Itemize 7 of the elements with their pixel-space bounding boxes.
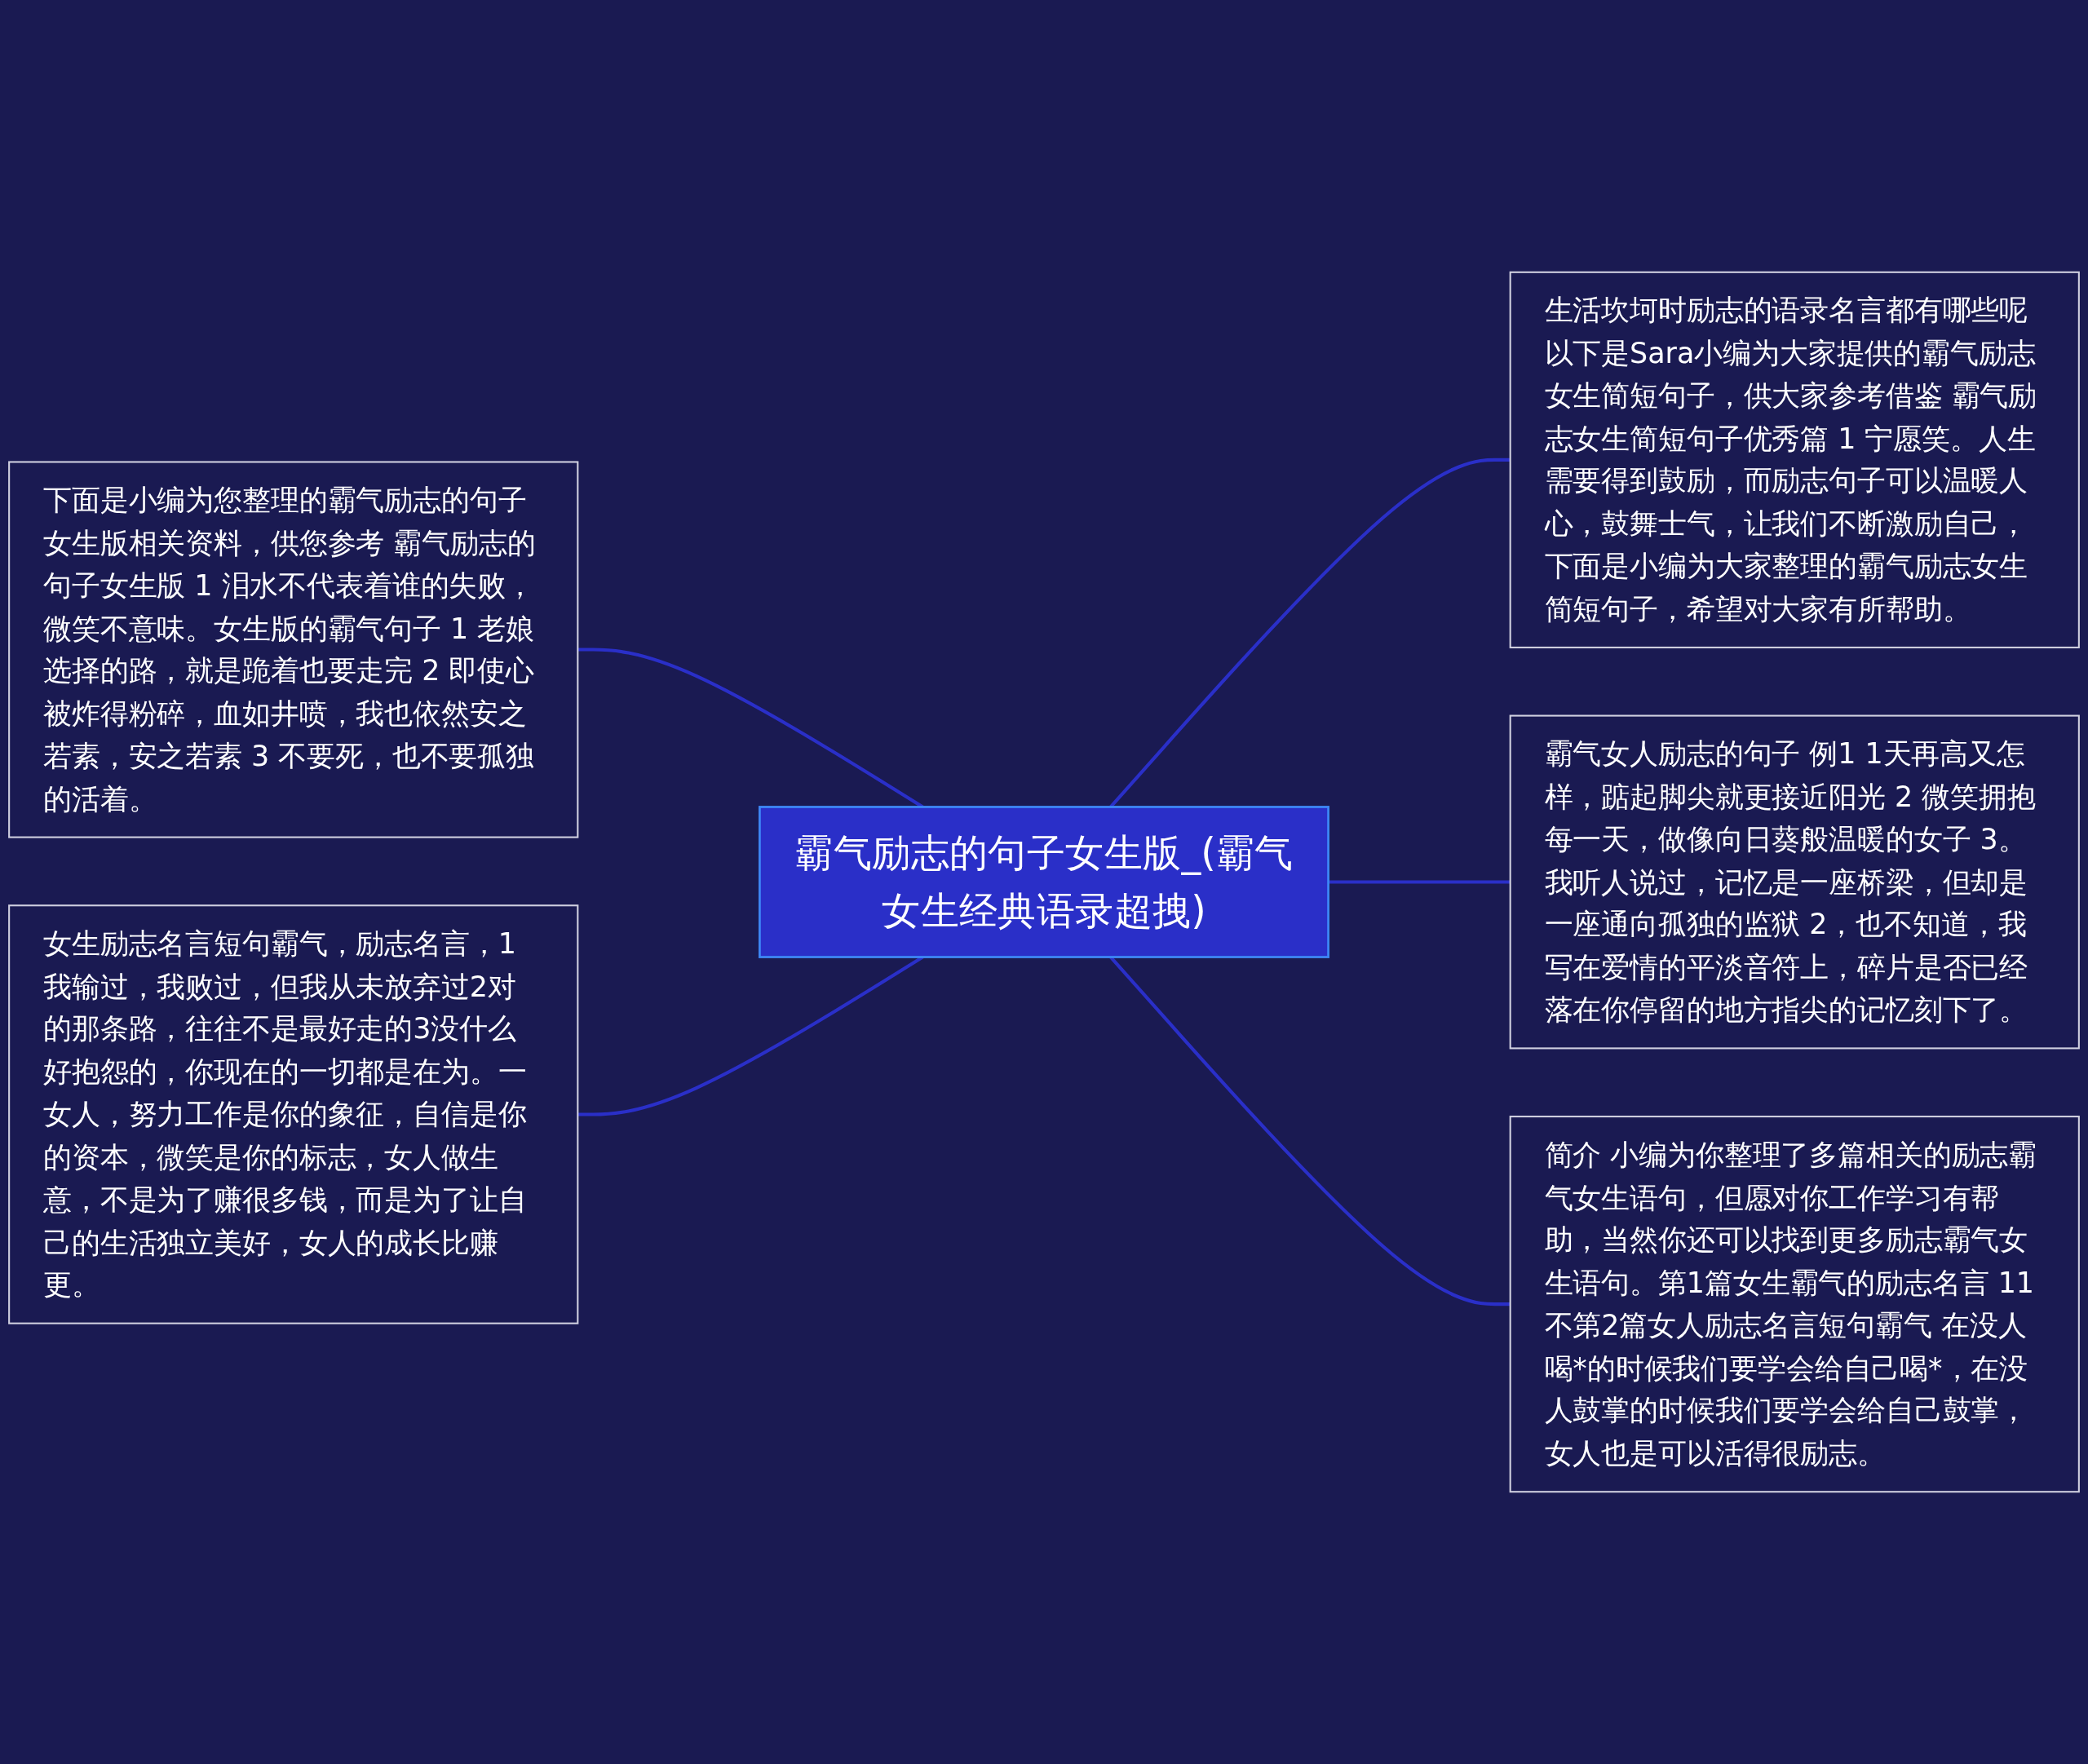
node-box: 简介 小编为你整理了多篇相关的励志霸气女生语句，但愿对你工作学习有帮助，当然你还可以找到更多励志霸气女生语句。第1篇女生霸气的励志名言 11不第2篇女人励志名言短句霸气 在没人喝*的时候我们要学会给自己喝*，在没人鼓掌的时候我们要学会给自己鼓掌，女人也是可以活得很励志。 — [1509, 1116, 2080, 1493]
connector — [1328, 880, 1511, 884]
node-box: 霸气女人励志的句子 例1 1天再高又怎样，踮起脚尖就更接近阳光 2 微笑拥抱每一天，做像向日葵般温暖的女子 3。我听人说过，记忆是一座桥梁，但却是一座通向孤独的监狱 2，也不知道，我写在爱情的平淡音符上，碎片是否已经落在你停留的地方指尖的记忆刻下了。 — [1509, 714, 2080, 1050]
node-box: 下面是小编为您整理的霸气励志的句子女生版相关资料，供您参考 霸气励志的句子女生版 1 泪水不代表着谁的失败，微笑不意味。女生版的霸气句子 1 老娘选择的路，就是跪着也要走完 2 即使心被炸得粉碎，血如井喷，我也依然安之若素，安之若素 3 不要死，也不要孤独的活着。 — [8, 461, 579, 838]
node-box: 生活坎坷时励志的语录名言都有哪些呢以下是Sara小编为大家提供的霸气励志女生简短句子，供大家参考借鉴 霸气励志女生简短句子优秀篇 1 宁愿笑。人生需要得到鼓励，而励志句子可以温暖人心，鼓舞士气，让我们不断激励自己，下面是小编为大家整理的霸气励志女生简短句子，希望对大家有所帮助。 — [1509, 271, 2080, 648]
node-box: 霸气励志的句子女生版_(霸气女生经典语录超拽) — [759, 806, 1329, 958]
node-box: 女生励志名言短句霸气，励志名言，1我输过，我败过，但我从未放弃过2对的那条路，往往不是最好走的3没什么好抱怨的，你现在的一切都是在为。一女人，努力工作是你的象征，自信是你的资本，微笑是你的标志，女人做生意，不是为了赚很多钱，而是为了让自己的生活独立美好，女人的成长比赚更。 — [8, 904, 579, 1324]
